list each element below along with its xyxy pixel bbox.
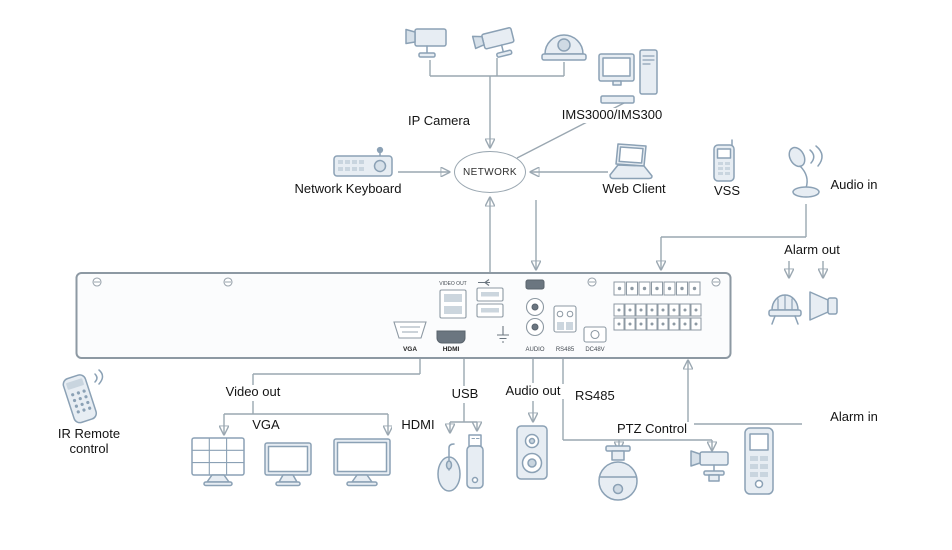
ir-remote-icon (52, 366, 106, 430)
vga-monitor-icon (263, 441, 313, 488)
mobile-phone-icon (707, 138, 741, 184)
network-cloud: NETWORK (454, 151, 526, 193)
network-keyboard-label: Network Keyboard (292, 181, 404, 197)
port-label-dc48v: DC48V (585, 347, 604, 353)
alarm-in-label: Alarm in (822, 409, 886, 425)
hdmi-monitor-icon (332, 437, 392, 488)
microphone-icon (782, 144, 832, 202)
port-label-audio: AUDIO (525, 347, 544, 353)
usb-label: USB (447, 386, 483, 402)
ptz-control-label: PTZ Control (610, 421, 694, 437)
box-camera-icon (471, 18, 523, 60)
desktop-computer-icon (598, 48, 662, 106)
dome-camera-icon (541, 26, 587, 64)
port-label-rs485: RS485 (556, 347, 575, 353)
audio-out-label: Audio out (499, 383, 567, 399)
laptop-icon (606, 142, 658, 182)
web-client-label: Web Client (596, 181, 672, 197)
video-out-label: Video out (219, 384, 287, 400)
vga-label: VGA (244, 417, 288, 433)
nvr-rear-panel: VGA HDMI VIDEO OUT AUDIO RS485 DC48V (75, 272, 732, 359)
ip-camera-label: IP Camera (396, 113, 482, 129)
port-label-hdmi: HDMI (443, 346, 460, 353)
vss-label: VSS (708, 183, 746, 199)
box-camera-icon (402, 22, 456, 60)
alarm-panel-icon (740, 426, 778, 500)
ptz-dome-camera-icon (593, 444, 643, 506)
audio-speaker-icon (512, 424, 552, 482)
audio-in-label: Audio in (824, 177, 884, 193)
network-label: NETWORK (463, 166, 517, 178)
ir-remote-label: IR Remote control (46, 426, 132, 457)
vga-monitor-grid-icon (190, 436, 246, 488)
rs485-label: RS485 (574, 388, 626, 404)
network-keyboard-icon (332, 146, 394, 182)
port-label-vga: VGA (403, 346, 417, 353)
usb-mouse-icon (435, 442, 463, 494)
port-label-video-out: VIDEO OUT (439, 281, 467, 287)
usb-flash-drive-icon (463, 432, 487, 494)
siren-icon (766, 278, 804, 328)
horn-speaker-icon (804, 284, 842, 328)
ptz-bracket-camera-icon (686, 446, 736, 486)
ims-client-label: IMS3000/IMS300 (552, 107, 672, 123)
panel-screws (92, 277, 721, 287)
alarm-out-label: Alarm out (778, 242, 846, 258)
alarm-terminal-block (613, 281, 702, 331)
hdmi-label: HDMI (392, 417, 444, 433)
